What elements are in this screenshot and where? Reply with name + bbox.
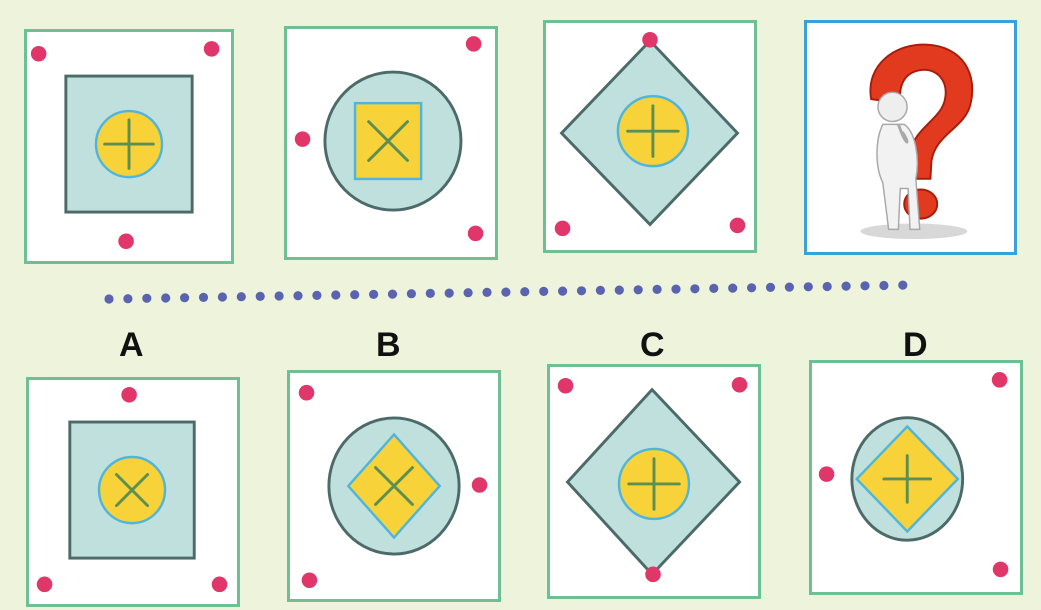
dot — [302, 573, 318, 589]
option-label-b: B — [376, 326, 401, 365]
dot — [299, 385, 315, 401]
separator-dot — [671, 285, 680, 294]
separator-dot — [558, 287, 567, 296]
separator-dot — [426, 289, 435, 298]
separator-dot — [690, 284, 699, 293]
separator-dot — [180, 293, 189, 302]
option-panel-d[interactable] — [809, 360, 1023, 595]
separator-dot — [501, 288, 510, 297]
separator-dot — [747, 283, 756, 292]
separator-dot — [879, 281, 888, 290]
separator-dot — [445, 289, 454, 298]
separator-dot — [482, 288, 491, 297]
option-panel-a[interactable] — [26, 377, 240, 607]
separator-dot — [312, 291, 321, 300]
separator-dot — [464, 288, 473, 297]
separator-dot — [653, 285, 662, 294]
separator-dot — [842, 282, 851, 291]
dot — [37, 577, 53, 593]
separator-dot — [142, 294, 151, 303]
separator-dot — [898, 281, 907, 290]
separator-dot — [728, 284, 737, 293]
dot — [645, 567, 661, 583]
separator-dot — [123, 294, 132, 303]
option-label-a: A — [119, 326, 144, 365]
separator-dot — [766, 283, 775, 292]
separator-dot — [860, 281, 869, 290]
separator-dot — [520, 287, 529, 296]
separator-dot — [785, 283, 794, 292]
separator-dot — [596, 286, 605, 295]
separator-dot — [331, 290, 340, 299]
separator-dot — [237, 292, 246, 301]
separator-dot — [161, 293, 170, 302]
separator-dot — [823, 282, 832, 291]
separator-dot — [256, 292, 265, 301]
separator-dot — [615, 286, 624, 295]
dot — [558, 378, 574, 394]
dot — [732, 377, 748, 393]
dot — [212, 577, 228, 593]
dot — [819, 466, 835, 482]
separator-dot — [388, 290, 397, 299]
dot — [472, 477, 488, 493]
option-label-c: C — [640, 326, 665, 365]
separator-dot — [293, 291, 302, 300]
separator-dot — [709, 284, 718, 293]
separator-dot — [104, 294, 113, 303]
dot — [992, 372, 1008, 388]
dot — [121, 387, 137, 403]
separator-dot — [804, 282, 813, 291]
option-panel-c[interactable] — [547, 364, 761, 599]
separator-dot — [634, 285, 643, 294]
separator-dot — [407, 289, 416, 298]
separator-dot — [577, 286, 586, 295]
separator-dot — [539, 287, 548, 296]
option-panel-b[interactable] — [287, 370, 501, 602]
separator-dot — [350, 290, 359, 299]
separator-dot — [369, 290, 378, 299]
dot — [993, 562, 1009, 578]
separator-dot — [199, 293, 208, 302]
separator-dot — [275, 291, 284, 300]
separator-dot — [218, 292, 227, 301]
